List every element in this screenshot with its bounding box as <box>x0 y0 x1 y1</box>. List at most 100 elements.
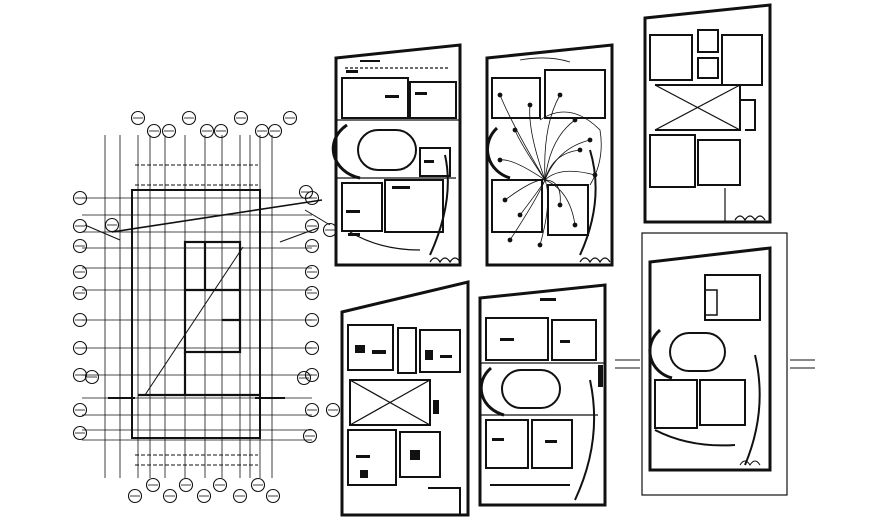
room <box>341 77 409 119</box>
grid-bubble <box>196 488 212 504</box>
grid-bubble-circle <box>145 477 161 493</box>
room <box>649 34 693 81</box>
curved-wall <box>744 354 761 466</box>
wire-run <box>504 179 546 201</box>
grid-bubble-circle <box>212 477 228 493</box>
wire-run <box>529 104 546 181</box>
wire-run <box>499 94 546 181</box>
grid-bubble <box>250 477 266 493</box>
grid-bubble <box>146 123 162 139</box>
terrace-outline <box>655 84 741 131</box>
grid-bubble <box>304 312 320 328</box>
grid-bubble <box>199 123 215 139</box>
grid-bubble-circle <box>161 123 177 139</box>
grid-bubble-circle <box>304 402 320 418</box>
fixture-point <box>577 147 583 153</box>
grid-bubble <box>302 428 318 444</box>
grid-bubble-circle <box>72 218 88 234</box>
room <box>409 81 457 119</box>
grid-bubble <box>145 477 161 493</box>
grid-bubble <box>265 488 281 504</box>
grid-bubble-circle <box>325 402 341 418</box>
grid-bubble <box>72 238 88 254</box>
electrical-plan <box>485 43 614 267</box>
grid-bubble <box>72 190 88 206</box>
curved-wall <box>579 149 597 256</box>
grid-bubble-circle <box>72 285 88 301</box>
grid-bubble <box>296 370 312 386</box>
grid-bubble-circle <box>162 488 178 504</box>
fixture-point <box>497 92 503 98</box>
wire-run <box>539 179 549 246</box>
grid-bubble <box>72 285 88 301</box>
grid-bubble-circle <box>72 402 88 418</box>
grid-bubble <box>232 488 248 504</box>
room <box>485 317 549 361</box>
outer-wall <box>340 280 470 517</box>
wire-run <box>544 149 581 181</box>
grid-bubble <box>72 312 88 328</box>
fixture-point <box>527 102 533 108</box>
spiral-stair <box>648 328 673 380</box>
floor-plan-a <box>331 43 462 267</box>
grid-bubble-circle <box>302 428 318 444</box>
oval-stair-well <box>669 332 726 372</box>
grid-bubble-circle <box>181 110 197 126</box>
annotation-marks <box>346 60 434 236</box>
grid-bubble <box>325 402 341 418</box>
grid-bubble-circle <box>84 369 100 385</box>
grid-bubble-circle <box>130 110 146 126</box>
grid-bubble <box>181 110 197 126</box>
outer-wall <box>334 43 462 267</box>
grid-bubble <box>72 218 88 234</box>
fixture-point <box>572 222 578 228</box>
room <box>547 184 589 236</box>
planter <box>739 460 761 466</box>
room <box>531 419 573 469</box>
floor-plan-c <box>478 283 607 507</box>
section-line <box>111 199 323 233</box>
grid-bubble-circle <box>304 367 320 383</box>
oval-stair-well <box>357 129 417 171</box>
grid-bubble <box>212 477 228 493</box>
grid-bubble-circle <box>232 488 248 504</box>
grid-bubble-circle <box>72 312 88 328</box>
wire-run <box>509 179 546 241</box>
upper-floor-plan <box>643 3 772 224</box>
room <box>704 289 718 316</box>
grid-bubble <box>178 477 194 493</box>
grid-bubble-circle <box>233 110 249 126</box>
oval-stair-well <box>501 369 561 409</box>
room <box>649 134 696 188</box>
grid-bubble <box>282 110 298 126</box>
room <box>551 319 597 361</box>
grid-bubble <box>162 488 178 504</box>
diagonal-brace <box>144 246 244 396</box>
grid-bubble-circle <box>178 477 194 493</box>
planter <box>734 215 766 222</box>
grid-bubble-circle <box>72 425 88 441</box>
grid-bubble-circle <box>304 264 320 280</box>
wire-run <box>544 170 596 181</box>
room <box>419 329 461 373</box>
outer-wall <box>648 246 772 472</box>
grid-bubble <box>304 238 320 254</box>
frame-border <box>641 232 788 496</box>
furniture-blocks <box>355 345 452 478</box>
grid-bubble-circle <box>282 110 298 126</box>
floor-plan-b <box>340 280 470 517</box>
grid-bubble-circle <box>72 238 88 254</box>
wire-run <box>544 139 591 181</box>
grid-bubble <box>267 123 283 139</box>
grid-bubble <box>127 488 143 504</box>
planter <box>579 257 611 264</box>
outer-wall <box>643 3 772 224</box>
wire-run <box>544 94 561 181</box>
connector-line <box>615 359 815 369</box>
room <box>699 379 746 426</box>
room <box>697 57 719 79</box>
grid-bubble <box>213 123 229 139</box>
grid-bubble-circle <box>304 238 320 254</box>
planter <box>429 257 461 264</box>
